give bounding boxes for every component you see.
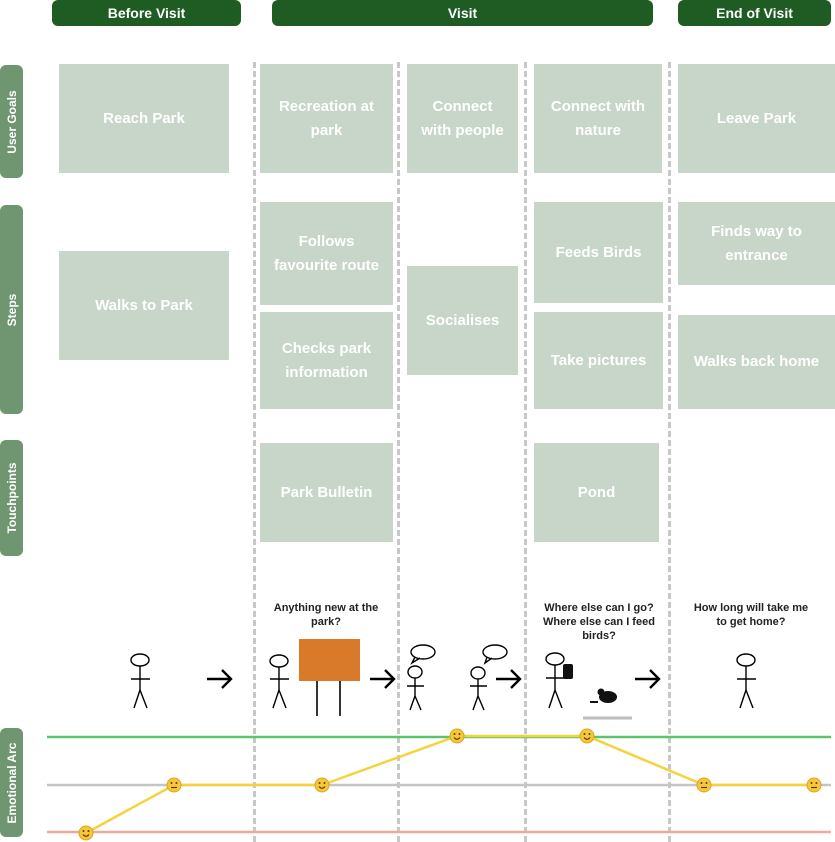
goal-card-connect-nature: Connect with nature bbox=[534, 64, 662, 173]
stick-figure-talking-left bbox=[407, 644, 436, 711]
question-anything-new: Anything new at the park? bbox=[273, 602, 379, 628]
stick-figure-walker bbox=[130, 653, 150, 709]
stick-figure-reader bbox=[269, 654, 289, 709]
column-divider bbox=[253, 62, 256, 842]
arrow-right-icon bbox=[207, 669, 233, 689]
smile-icon bbox=[314, 777, 330, 793]
bird-icon bbox=[583, 688, 632, 720]
touchpoint-card-park-bulletin: Park Bulletin bbox=[260, 443, 393, 542]
row-label-emotional-arc: Emotional Arc bbox=[0, 728, 23, 837]
step-card-socialises: Socialises bbox=[407, 266, 518, 375]
step-card-walks-to-park: Walks to Park bbox=[59, 251, 229, 360]
goal-card-connect-people: Connect with people bbox=[407, 64, 518, 173]
step-card-finds-way: Finds way to entrance bbox=[678, 202, 835, 285]
goal-card-reach-park: Reach Park bbox=[59, 64, 229, 173]
column-divider bbox=[524, 62, 527, 842]
row-label-user-goals: User Goals bbox=[0, 65, 23, 178]
bulletin-board-icon bbox=[299, 639, 360, 716]
step-card-walks-back: Walks back home bbox=[678, 315, 835, 409]
stick-figure-talking-right bbox=[470, 644, 508, 711]
step-card-take-pictures: Take pictures bbox=[534, 312, 663, 409]
touchpoint-card-pond: Pond bbox=[534, 443, 659, 542]
phase-before-visit: Before Visit bbox=[52, 0, 241, 26]
step-card-feeds-birds: Feeds Birds bbox=[534, 202, 663, 303]
step-card-follows-route: Follows favourite route bbox=[260, 202, 393, 305]
goal-card-leave-park: Leave Park bbox=[678, 64, 835, 173]
neutral-icon bbox=[806, 777, 822, 793]
stick-figure-photographer bbox=[545, 652, 566, 709]
column-divider bbox=[668, 62, 671, 842]
stick-figure-walking-home bbox=[736, 653, 756, 709]
emotional-arc-faces bbox=[78, 728, 822, 841]
smile-icon bbox=[579, 728, 595, 744]
phase-visit: Visit bbox=[272, 0, 653, 26]
neutral-icon bbox=[166, 777, 182, 793]
smile-icon bbox=[78, 825, 94, 841]
phase-end-of-visit: End of Visit bbox=[678, 0, 831, 26]
question-where-else: Where else can I go? Where else can I fe… bbox=[543, 602, 655, 642]
column-divider bbox=[397, 62, 400, 842]
step-card-checks-info: Checks park information bbox=[260, 312, 393, 409]
question-how-long: How long will take me to get home? bbox=[693, 602, 809, 628]
arrow-right-icon bbox=[496, 669, 522, 689]
smile-icon bbox=[449, 728, 465, 744]
row-label-touchpoints: Touchpoints bbox=[0, 440, 23, 556]
camera-icon bbox=[563, 664, 573, 679]
arrow-right-icon bbox=[370, 669, 396, 689]
arrow-right-icon bbox=[635, 669, 661, 689]
row-label-steps: Steps bbox=[0, 205, 23, 414]
goal-card-recreation: Recreation at park bbox=[260, 64, 393, 173]
neutral-icon bbox=[696, 777, 712, 793]
